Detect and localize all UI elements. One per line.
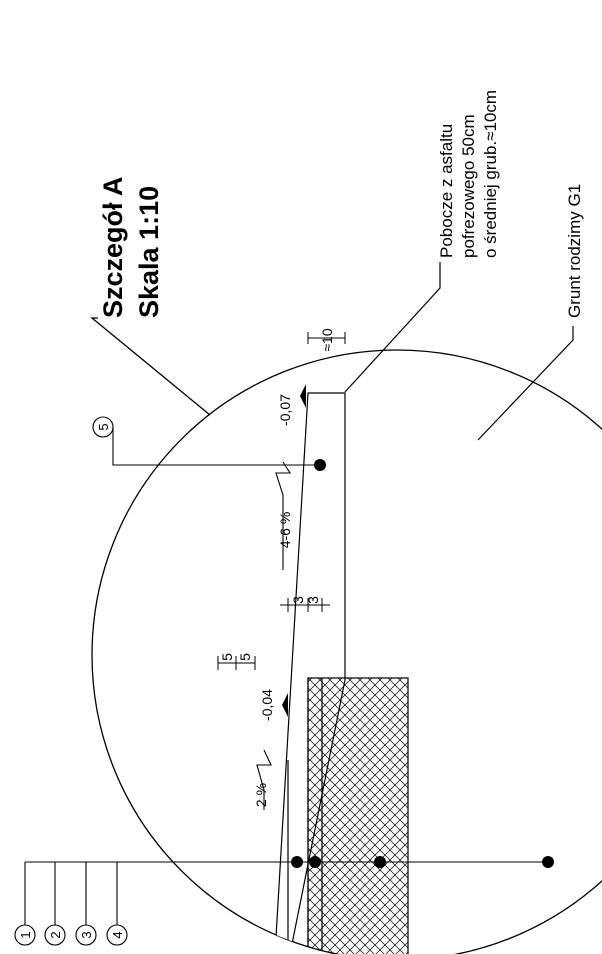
dim-layer-5b: 5 xyxy=(237,653,253,661)
level-road-edge: -0,04 xyxy=(259,689,275,721)
marker-5-label: 5 xyxy=(96,423,111,430)
dim-layer-5a: 5 xyxy=(219,653,235,661)
marker-5-leader xyxy=(112,427,320,466)
marker-2-dot xyxy=(309,856,321,868)
shoulder-note: Pobocze z asfaltu pofrezowego 50cm o śre… xyxy=(437,90,500,258)
section-content xyxy=(274,392,409,954)
level-shoulder-edge: -0,07 xyxy=(277,394,293,426)
layer-markers: 1 2 3 4 xyxy=(14,856,554,946)
shoulder-note-line1: Pobocze z asfaltu xyxy=(437,124,456,258)
dim-layer-3a: 3 xyxy=(290,596,306,604)
title-leader-line xyxy=(90,317,211,416)
detail-circle xyxy=(91,349,602,954)
level-triangle-road xyxy=(282,693,288,717)
hatched-subbase-layer xyxy=(307,677,409,954)
title-block: Szczegół A Skala 1:10 xyxy=(98,176,164,318)
marker-3-label: 3 xyxy=(79,931,94,938)
marker-1-label: 1 xyxy=(18,931,33,938)
shoulder-slope-arrow xyxy=(275,461,292,570)
shoulder-note-line3: o średniej grub.≈10cm xyxy=(481,90,500,258)
native-soil-leader xyxy=(477,326,574,441)
detail-title: Szczegół A xyxy=(98,176,128,318)
dim-shoulder-thickness: ≈10 xyxy=(319,328,335,351)
marker-4-label: 4 xyxy=(110,931,125,938)
detail-scale: Skala 1:10 xyxy=(134,186,164,318)
marker-3-dot xyxy=(374,856,386,868)
shoulder-note-line2: pofrezowego 50cm xyxy=(459,114,478,258)
shoulder-slope-label: 4-6 % xyxy=(277,512,293,549)
road-slope-label: 2 % xyxy=(253,783,269,807)
dim-layer-3b: 3 xyxy=(305,596,321,604)
marker-4-dot xyxy=(542,856,554,868)
marker-2-label: 2 xyxy=(48,931,63,938)
native-soil-note: Grunt rodzimy G1 xyxy=(565,184,584,318)
road-slope-arrow xyxy=(256,749,272,810)
marker-1-dot xyxy=(291,856,303,868)
shoulder-note-leader xyxy=(344,262,441,393)
marker-5-dot xyxy=(314,459,326,471)
level-triangle-shoulder xyxy=(300,384,306,408)
native-soil-label: Grunt rodzimy G1 xyxy=(565,184,584,318)
